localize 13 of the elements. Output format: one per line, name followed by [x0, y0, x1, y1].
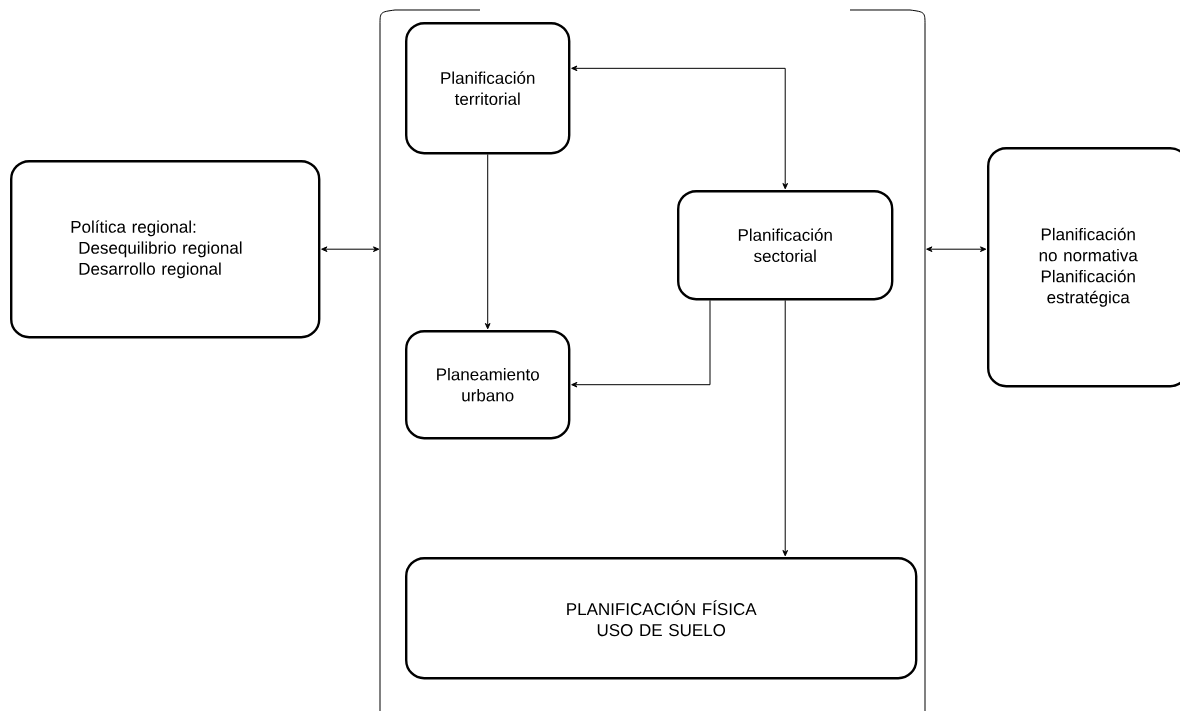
arrow	[321, 246, 380, 253]
process-box: PLANIFICACIÓN FÍSICA USO DE SUELO	[405, 557, 918, 680]
arrow	[484, 153, 491, 330]
arrow	[782, 299, 789, 557]
arrow	[571, 65, 789, 190]
process-box: Política regional: Desequilibrio regional Desarrollo regional	[10, 160, 321, 339]
arrow	[926, 246, 987, 253]
arrow	[571, 299, 711, 388]
container-bracket	[379, 9, 926, 711]
process-box: Planificación sectorial	[677, 190, 894, 301]
process-box: Planificación no normativa Planificación estratégica	[987, 147, 1180, 388]
process-box: Planificación territorial	[405, 22, 571, 155]
process-box: Planeamiento urbano	[405, 330, 571, 440]
